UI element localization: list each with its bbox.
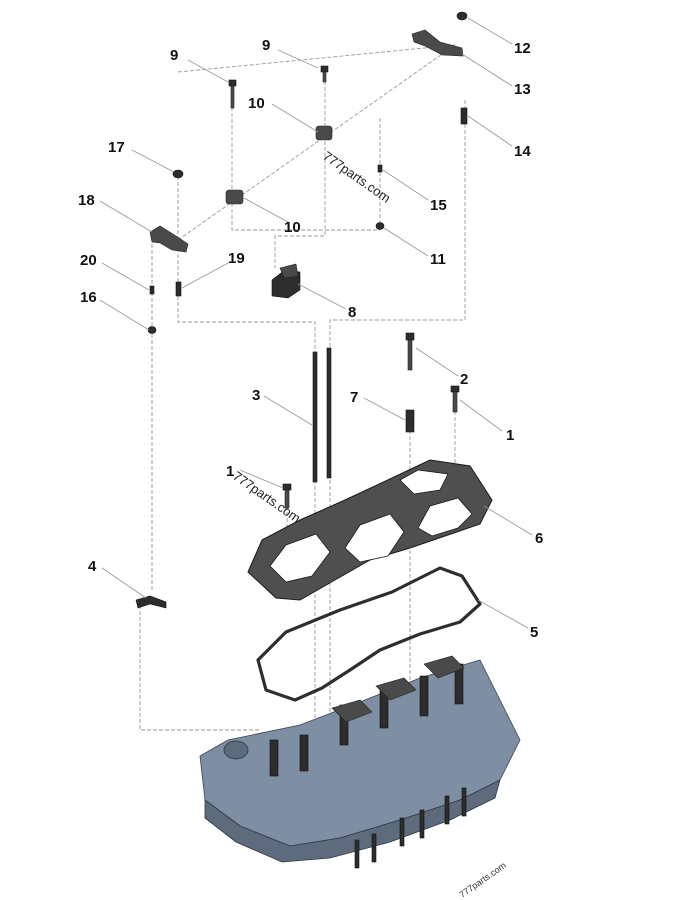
part-9-bolt-right [320,65,329,83]
assembly-centerlines [139,44,466,735]
part-7-stud [405,409,415,433]
callout-2: 2 [460,371,468,388]
callout-18: 18 [78,192,95,209]
callout-leaders [99,17,533,629]
part-10-support-upper [315,125,333,141]
callout-numbers: 9 9 12 13 10 14 17 15 18 10 11 20 19 16 … [78,37,543,641]
part-17-cap [172,169,184,179]
callout-20: 20 [80,252,97,269]
part-5-gasket [256,566,482,702]
callout-5: 5 [530,624,538,641]
part-3-push-rods [312,347,332,483]
part-18-rocker-arm [149,225,189,253]
callout-10-lower: 10 [284,219,301,236]
watermark-upper: 777parts.com [320,148,393,205]
part-9-bolt-left [228,79,237,109]
callout-7: 7 [350,389,358,406]
part-11-nut [375,222,385,230]
part-20-pin [149,285,155,295]
callout-10-upper: 10 [248,95,265,112]
callout-4: 4 [88,558,97,575]
callout-12: 12 [514,40,531,57]
watermark-bottom: 777parts.com [457,860,507,899]
callout-9-left: 9 [170,47,178,64]
part-6-rocker-carrier [247,459,493,601]
part-2-bolt [405,332,415,371]
callout-19: 19 [228,250,245,267]
callout-14: 14 [514,143,531,160]
part-8-bracket [271,263,301,299]
part-15-pin [377,164,383,173]
part-1-bolt-left [282,483,292,509]
part-13-rocker-arm [411,29,464,57]
cylinder-head-assembly [199,655,521,869]
callout-15: 15 [430,197,447,214]
callout-17: 17 [108,139,125,156]
part-12-cap [456,11,468,21]
callout-1-right: 1 [506,427,514,444]
callout-6: 6 [535,530,543,547]
part-1-bolt-right [450,385,460,413]
callout-9-right: 9 [262,37,270,54]
callout-8: 8 [348,304,356,321]
callout-1-left: 1 [226,463,234,480]
part-4-bracket [135,595,167,609]
part-19-pin [175,281,182,297]
part-16-nut [147,326,157,334]
callout-16: 16 [80,289,97,306]
watermark-middle: 777parts.com [230,468,303,525]
callout-3: 3 [252,387,260,404]
callout-13: 13 [514,81,531,98]
callout-11: 11 [430,251,446,268]
part-10-support-lower [225,189,244,205]
part-14-pin [460,107,468,125]
